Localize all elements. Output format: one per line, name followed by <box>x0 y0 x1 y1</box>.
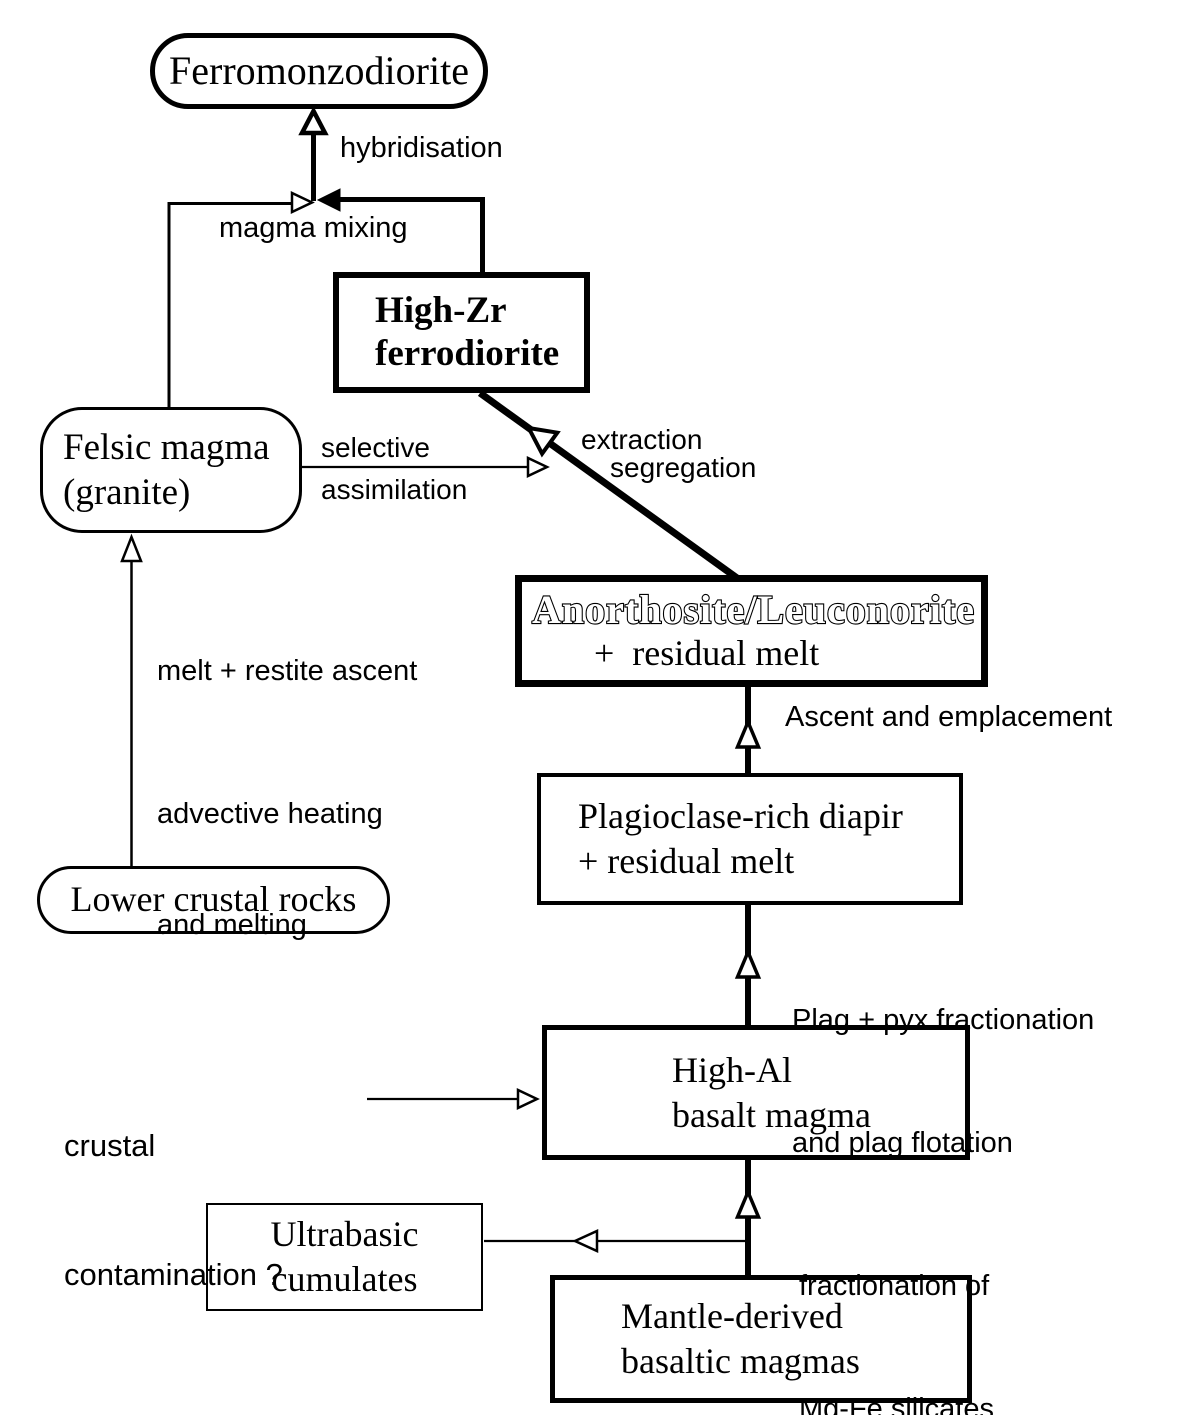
node-ultrabasic-line2: cumulates <box>271 1259 418 1299</box>
label-magma-mixing: magma mixing <box>219 212 408 244</box>
label-advective-line2: and melting <box>157 909 307 941</box>
arrowhead-mgfe-fractionation-up <box>734 1187 762 1219</box>
node-felsic-magma: Felsic magma (granite) <box>40 407 302 533</box>
label-fractionation-line2: Mg-Fe silicates <box>799 1393 994 1415</box>
label-advective-heating: advective heating and melting <box>157 722 383 1018</box>
edge-anorthosite-to-highzr-diagonal <box>477 390 740 581</box>
label-fractionation-line1: fractionation of <box>799 1270 990 1302</box>
node-mantle-line2: basaltic magmas <box>621 1341 860 1381</box>
label-plag-pyx-fractionation: Plag + pyx fractionation and plag flotat… <box>792 918 1094 1246</box>
node-ultrabasic-line1: Ultrabasic <box>270 1214 419 1254</box>
label-assimilation: assimilation <box>321 474 468 505</box>
node-anorthosite-line2: + residual melt <box>594 633 820 674</box>
node-felsic-line2: (granite) <box>63 472 191 513</box>
label-selective: selective <box>321 432 430 463</box>
node-high-zr-line2: ferrodiorite <box>375 332 560 374</box>
node-lower-crustal-rocks: Lower crustal rocks <box>37 866 390 934</box>
node-ferromonzodiorite: Ferromonzodiorite <box>150 33 488 109</box>
arrowhead-assimilation-right <box>526 456 550 478</box>
arrowhead-melting-up <box>120 533 143 563</box>
node-anorthosite-leuconorite: Anorthosite/Leuconorite + residual melt <box>515 575 988 687</box>
label-segregation: segregation <box>610 452 757 483</box>
edge-felsic-to-mixing-junction <box>167 202 292 407</box>
node-felsic-line1: Felsic magma <box>63 426 270 468</box>
node-high-al-line2: basalt magma <box>672 1094 871 1135</box>
arrowhead-junction-left-filled <box>316 188 341 212</box>
node-lower-crustal-label: Lower crustal rocks <box>70 879 357 920</box>
arrowhead-contamination-right <box>516 1088 540 1110</box>
node-anorthosite-line1: Anorthosite/Leuconorite <box>531 586 975 633</box>
arrowhead-ultrabasic-left <box>571 1229 599 1253</box>
label-crustal-contamination: crustal contamination ? <box>64 1038 283 1382</box>
arrowhead-extraction-diagonal <box>525 425 561 458</box>
node-high-al-line1: High-Al <box>672 1049 792 1090</box>
node-high-zr-ferrodiorite: High-Zr ferrodiorite <box>333 272 590 393</box>
label-crustal-line2: contamination ? <box>64 1257 283 1292</box>
arrowhead-plag-fractionation-up <box>734 947 762 979</box>
node-mantle-derived-basaltic-magmas: Mantle-derived basaltic magmas <box>550 1275 972 1403</box>
arrowhead-junction-right-hollow <box>290 191 315 214</box>
node-plagioclase-diapir: Plagioclase-rich diapir + residual melt <box>537 773 963 905</box>
label-plag-pyx-line1: Plag + pyx fractionation <box>792 1004 1095 1036</box>
node-plag-line2: + residual melt <box>578 841 795 881</box>
arrowhead-hybridisation-up <box>298 106 329 136</box>
label-plag-pyx-line2: and plag flotation <box>792 1127 1013 1159</box>
label-mgfe-fractionation: fractionation of Mg-Fe silicates <box>799 1184 994 1415</box>
label-extraction: extraction <box>581 424 703 455</box>
edge-highzr-to-mixing-junction <box>340 197 485 272</box>
node-plag-line1: Plagioclase-rich diapir <box>578 796 903 836</box>
label-ascent-emplacement: Ascent and emplacement <box>785 701 1113 733</box>
node-high-zr-line1: High-Zr <box>375 289 507 331</box>
node-high-al-basalt: High-Al basalt magma <box>542 1025 970 1160</box>
node-mantle-line1: Mantle-derived <box>621 1296 843 1336</box>
node-ferromonzodiorite-label: Ferromonzodiorite <box>169 48 469 93</box>
node-ultrabasic-cumulates: Ultrabasic cumulates <box>206 1203 483 1311</box>
label-hybridisation: hybridisation <box>340 132 503 164</box>
label-melt-restite-ascent: melt + restite ascent <box>157 655 418 687</box>
label-crustal-line1: crustal <box>64 1128 156 1163</box>
label-advective-line1: advective heating <box>157 798 383 830</box>
arrowhead-ascent-up <box>734 717 762 749</box>
